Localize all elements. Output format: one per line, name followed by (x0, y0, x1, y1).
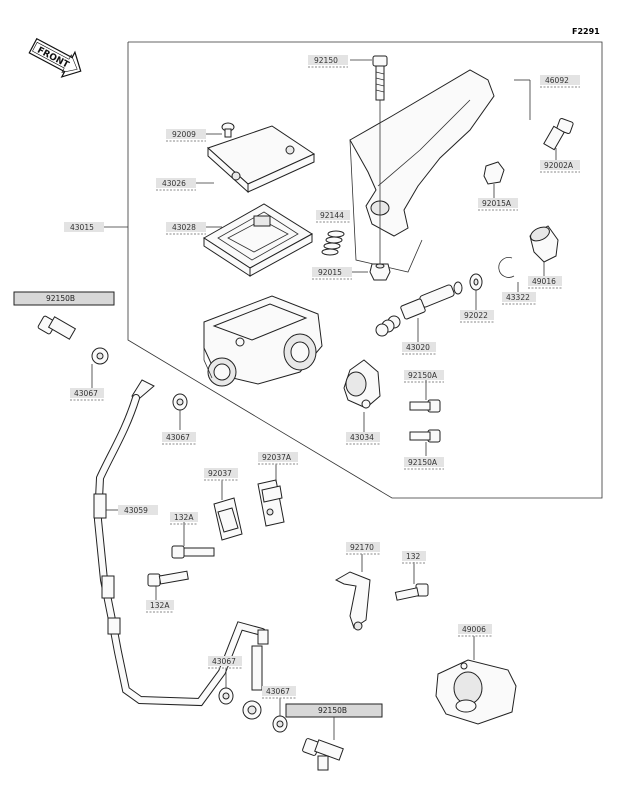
bracket-bolt-132A-lower (147, 570, 189, 587)
part-label-43059[interactable]: 43059 (124, 506, 148, 515)
label-bg (258, 452, 298, 462)
part-label-49016[interactable]: 49016 (532, 277, 556, 286)
hose-bracket-92037 (213, 497, 243, 541)
circlip (498, 257, 515, 278)
switch-housing (435, 659, 517, 725)
washer-43067-b (172, 393, 188, 411)
part-label-43067-d[interactable]: 43067 (266, 687, 290, 696)
part-label-46092[interactable]: 46092 (545, 76, 569, 85)
hose-bracket-92037A (257, 479, 285, 527)
part-label-43067-c[interactable]: 43067 (212, 657, 236, 666)
part-label-92150B-bot[interactable]: 92150B (318, 706, 347, 715)
label-bg (528, 276, 562, 286)
piston-kit (375, 281, 463, 337)
part-label-92170[interactable]: 92170 (350, 543, 374, 552)
clutch-lever (349, 69, 495, 273)
pivot-nut (369, 263, 391, 281)
part-label-43026[interactable]: 43026 (162, 179, 186, 188)
reservoir-cap (207, 125, 316, 194)
clamp-bolt-upper (409, 399, 441, 413)
diaphragm (203, 203, 313, 277)
label-bg (346, 542, 380, 552)
part-label-43028[interactable]: 43028 (172, 223, 196, 232)
label-bg (146, 600, 174, 610)
label-bg (346, 432, 380, 442)
washer-92022 (469, 273, 483, 291)
spring-92144 (321, 230, 345, 256)
label-bg (166, 222, 206, 232)
label-bg (402, 342, 436, 352)
label-bg (540, 75, 580, 85)
label-bg (460, 310, 494, 320)
washer-43067-d (272, 715, 288, 733)
label-bg (404, 457, 444, 467)
banjo-bolt-upper (37, 315, 77, 340)
part-label-43322[interactable]: 43322 (506, 293, 530, 302)
label-bg (162, 432, 196, 442)
master-cylinder-body (203, 295, 323, 387)
label-bg (308, 55, 348, 65)
label-bg (312, 267, 352, 277)
part-label-132A-top[interactable]: 132A (174, 513, 194, 522)
part-label-92015A[interactable]: 92015A (482, 199, 512, 208)
assembly-frame (127, 41, 603, 499)
washer-43067-a (91, 347, 109, 365)
part-label-132A-bot[interactable]: 132A (150, 601, 170, 610)
label-bg (156, 178, 196, 188)
part-label-92150A-top[interactable]: 92150A (408, 371, 438, 380)
part-label-92022[interactable]: 92022 (464, 311, 488, 320)
banjo-bolt-lower (302, 738, 344, 771)
label-bg (70, 388, 104, 398)
label-bg (64, 222, 104, 232)
part-label-132[interactable]: 132 (406, 552, 421, 561)
dust-boot (529, 225, 559, 263)
label-bg (170, 512, 198, 522)
label-bg (502, 292, 536, 302)
label-bg (404, 370, 444, 380)
washer-43067-c (218, 687, 234, 705)
clamp-bolt-lower (409, 429, 441, 443)
part-label-43015[interactable]: 43015 (70, 223, 94, 232)
handlebar-clamp (343, 359, 381, 409)
label-bg (208, 656, 242, 666)
part-label-92150A-bot[interactable]: 92150A (408, 458, 438, 467)
nut-92015A (483, 161, 505, 185)
part-label-92015[interactable]: 92015 (318, 268, 342, 277)
part-label-43020[interactable]: 43020 (406, 343, 430, 352)
label-bg (458, 624, 492, 634)
label-bg (204, 468, 238, 478)
cable-clamp-92170 (334, 571, 371, 631)
label-bg (540, 160, 580, 170)
part-label-92150B-top[interactable]: 92150B (46, 294, 75, 303)
part-label-92150[interactable]: 92150 (314, 56, 338, 65)
clutch-hose (93, 379, 269, 720)
part-label-92144[interactable]: 92144 (320, 211, 344, 220)
figure-code: F2291 (572, 27, 600, 36)
part-label-49006[interactable]: 49006 (462, 625, 486, 634)
part-label-92037A[interactable]: 92037A (262, 453, 292, 462)
pivot-bolt (372, 55, 388, 101)
part-label-92002A[interactable]: 92002A (544, 161, 574, 170)
cap-screw (221, 122, 235, 138)
part-label-43067-a[interactable]: 43067 (74, 389, 98, 398)
bolt-132 (394, 583, 429, 601)
part-label-92037[interactable]: 92037 (208, 469, 232, 478)
label-bg (118, 505, 158, 515)
adjuster-bolt (543, 118, 574, 151)
part-label-43034[interactable]: 43034 (350, 433, 374, 442)
boxed-label-frame (13, 291, 115, 306)
label-bg (316, 210, 350, 220)
label-bg (166, 129, 206, 139)
label-bg (262, 686, 296, 696)
label-bg (478, 198, 518, 208)
part-label-92009[interactable]: 92009 (172, 130, 196, 139)
part-label-43067-b[interactable]: 43067 (166, 433, 190, 442)
label-bg (402, 551, 426, 561)
bracket-bolt-132A-upper (171, 545, 215, 559)
front-arrow-icon: FRONT (28, 37, 82, 78)
